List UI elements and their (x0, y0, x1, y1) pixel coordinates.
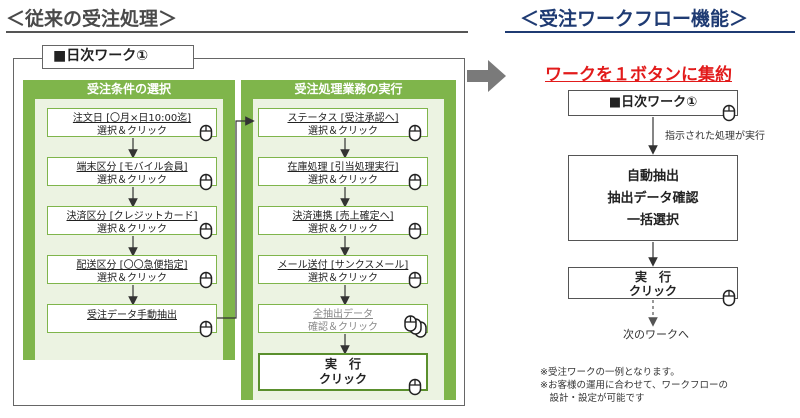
consolidation-title: ワークを１ボタンに集約 (545, 65, 732, 85)
mouse-icon (199, 271, 213, 289)
execute-box: 実 行 クリック (568, 267, 738, 299)
step-payment-type: 決済区分 [クレジットカード] 選択＆クリック (47, 206, 217, 235)
auto-process-line: 自動抽出 (626, 169, 679, 184)
right-header: ＜受注ワークフロー機能＞ (520, 8, 749, 30)
step-mail-send: メール送付 [サンクスメール] 選択＆クリック (258, 255, 428, 284)
auto-process-line: 抽出データ確認 (607, 191, 699, 206)
mouse-icon (199, 124, 213, 142)
mouse-icon (722, 104, 736, 122)
daily-work-button: ■日次ワーク① (568, 90, 738, 116)
execution-column-title: 受注処理業務の実行 (241, 80, 456, 99)
mouse-icon (199, 222, 213, 240)
mouse-icon (722, 289, 736, 307)
step-inventory: 在庫処理 [引当処理実行] 選択＆クリック (258, 157, 428, 186)
footnote: ※お客様の運用に合わせて、ワークフローの (540, 380, 728, 391)
column-bar (444, 99, 456, 400)
step-manual-extract: 受注データ手動抽出 (47, 304, 217, 333)
daily-work-tab: ■日次ワーク① (42, 45, 194, 69)
condition-column-title: 受注条件の選択 (23, 80, 235, 99)
column-bar (223, 99, 235, 360)
mouse-icon (408, 378, 422, 396)
mouse-icon (408, 271, 422, 289)
step-device-type: 端末区分 [モバイル会員] 選択＆クリック (47, 157, 217, 186)
executed-note: 指示された処理が実行 (665, 131, 765, 142)
mouse-icon (408, 222, 422, 240)
step-confirm-all: 全抽出データ 確認＆クリック (258, 304, 428, 333)
footnote: ※受注ワークの一例となります。 (540, 367, 680, 378)
mouse-icon (408, 124, 422, 142)
right-header-rule (505, 31, 795, 33)
mouse-icon (199, 173, 213, 191)
big-arrow-right-icon (467, 60, 506, 92)
mouse-icon (199, 320, 213, 338)
left-header: ＜従来の受注処理＞ (6, 8, 178, 30)
step-shipping-type: 配送区分 [〇〇急便指定] 選択＆クリック (47, 255, 217, 284)
column-bar (241, 99, 253, 400)
step-execute: 実 行 クリック (258, 353, 428, 391)
step-status: ステータス [受注承認へ] 選択＆クリック (258, 108, 428, 137)
step-payment-link: 決済連携 [売上確定へ] 選択＆クリック (258, 206, 428, 235)
left-header-rule (6, 31, 468, 33)
arrow-right-icon (214, 116, 255, 319)
column-bar (23, 99, 35, 360)
step-order-date: 注文日 [〇月×日10:00迄] 選択＆クリック (47, 108, 217, 137)
mouse-icon (408, 173, 422, 191)
next-work-label: 次のワークへ (623, 328, 689, 341)
multi-click-mouse-icon (404, 315, 427, 338)
auto-process-box: 自動抽出 抽出データ確認 一括選択 (568, 155, 738, 241)
auto-process-line: 一括選択 (626, 213, 679, 228)
footnote: 設計・設定が可能です (540, 393, 645, 404)
